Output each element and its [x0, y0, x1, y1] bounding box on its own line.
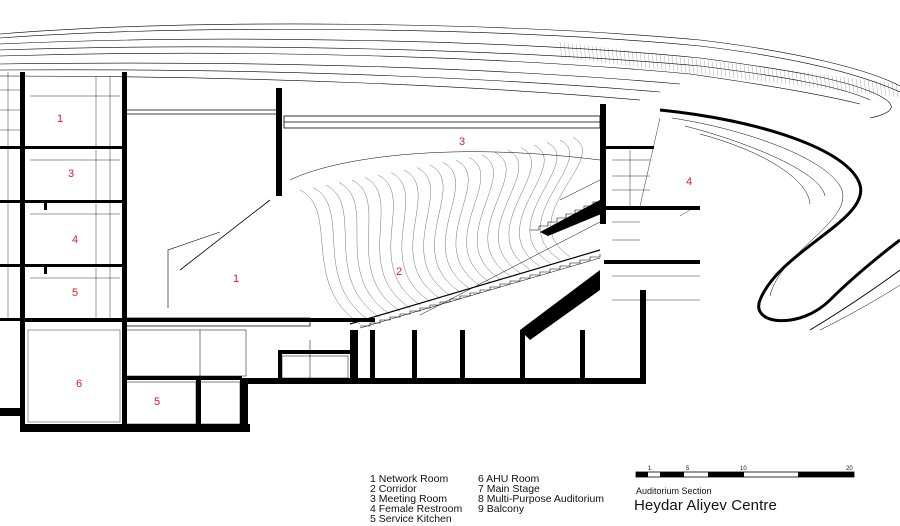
section-subtitle: Auditorium Section [636, 486, 712, 496]
left-interior-lines [0, 72, 121, 423]
room-label: 5 [72, 287, 78, 299]
legend-item: 2 Corridor [370, 483, 417, 495]
scale-tick: 20 [846, 466, 853, 472]
basement-boxes [125, 329, 349, 425]
legend-item: 3 Meeting Room [370, 493, 448, 505]
roof-shell [0, 23, 900, 119]
curved-wall [659, 108, 900, 331]
balcony-lines [612, 117, 700, 301]
room-label: 3 [459, 136, 465, 148]
room-label: 4 [686, 176, 692, 188]
legend-item: 5 Service Kitchen [370, 513, 452, 525]
ceiling-truss [126, 109, 601, 129]
scale-tick: 5 [686, 466, 690, 472]
room-label: 6 [76, 378, 82, 390]
seating-rake [125, 151, 606, 340]
roof-hatching [559, 41, 899, 98]
room-label: 2 [396, 266, 402, 278]
auditorium-walls [276, 88, 700, 380]
legend-item: 1 Network Room [370, 473, 449, 485]
room-label: 1 [233, 273, 239, 285]
seat-contours [299, 137, 583, 325]
room-label: 5 [154, 396, 160, 408]
legend-column-2: 6 AHU Room 7 Main Stage 8 Multi-Purpose … [478, 473, 605, 515]
legend-item: 6 AHU Room [478, 473, 540, 485]
scale-tick: 1 [648, 466, 652, 472]
section-title: Heydar Aliyev Centre [634, 497, 777, 514]
legend-item: 9 Balcony [478, 503, 525, 515]
room-label: 4 [72, 234, 78, 246]
seating-steps [360, 198, 603, 327]
scale-tick: 10 [740, 466, 747, 472]
legend-item: 7 Main Stage [478, 483, 540, 495]
room-label: 3 [68, 168, 74, 180]
legend-column-1: 1 Network Room 2 Corridor 3 Meeting Room… [370, 473, 463, 525]
left-structure [0, 72, 646, 432]
room-label: 1 [57, 113, 63, 125]
legend-item: 4 Female Restroom [370, 503, 463, 515]
legend-item: 8 Multi-Purpose Auditorium [478, 493, 605, 505]
scale-bar [635, 471, 855, 478]
